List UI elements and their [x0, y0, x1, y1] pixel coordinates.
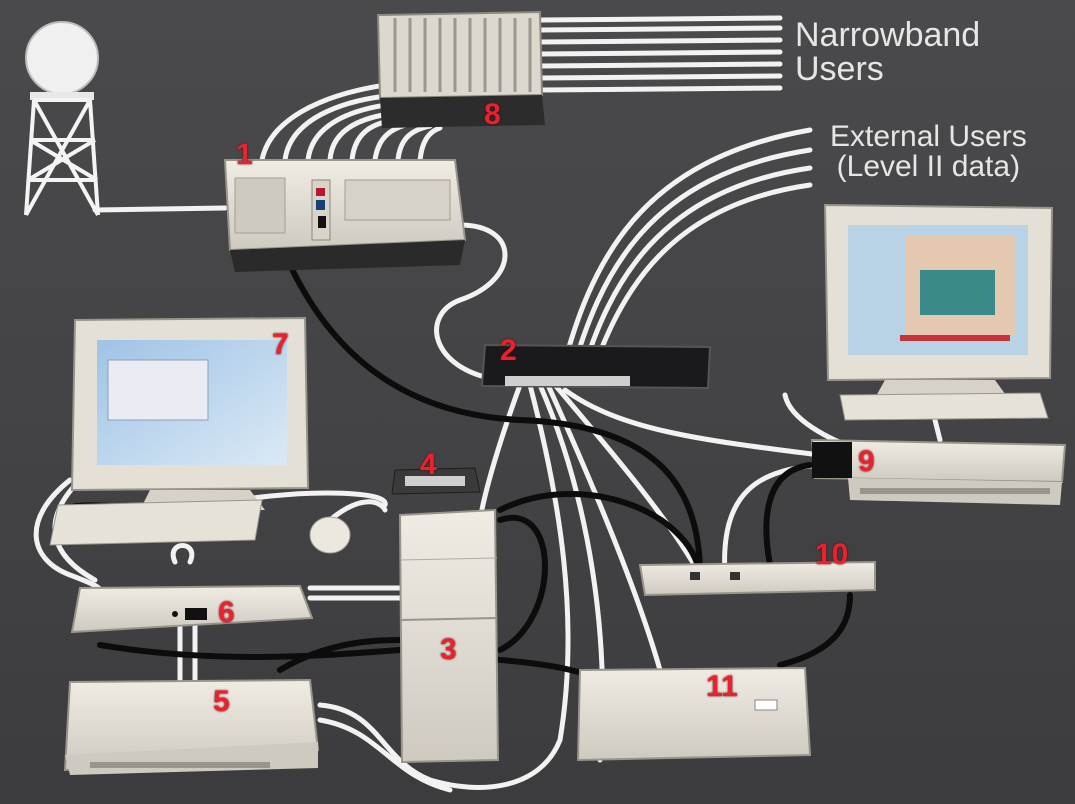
component-8-rack: [376, 10, 545, 128]
label-2: 2: [500, 334, 517, 367]
component-9-workstation: [810, 203, 1067, 505]
component-10-router: [638, 560, 876, 597]
label-6: 6: [218, 596, 235, 629]
external-caption-line2: (Level II data): [836, 150, 1021, 183]
component-2-switch: [480, 343, 712, 390]
narrowband-caption-line1: Narrowband: [795, 16, 981, 54]
component-7-workstation: [49, 316, 351, 554]
label-8: 8: [484, 98, 501, 131]
component-5-base-unit: [63, 678, 320, 775]
external-users-caption: External Users (Level II data): [830, 122, 1027, 182]
label-9: 9: [858, 445, 875, 478]
component-6-modem: [70, 584, 314, 634]
component-1-unit: [223, 159, 467, 272]
label-3: 3: [440, 633, 457, 666]
label-11: 11: [706, 670, 738, 703]
label-7: 7: [272, 328, 289, 361]
radar-tower: [24, 21, 100, 216]
label-4: 4: [420, 448, 437, 481]
label-10: 10: [815, 538, 849, 571]
label-1: 1: [236, 138, 253, 171]
black-cables: [57, 262, 853, 683]
component-11-server: [576, 666, 812, 762]
component-4-device: [391, 467, 481, 495]
component-3-tower: [398, 508, 500, 764]
external-caption-line1: External Users: [830, 120, 1027, 153]
narrowband-users-caption: Narrowband Users: [795, 18, 980, 86]
white-cables: [33, 15, 943, 793]
label-5: 5: [213, 685, 230, 718]
narrowband-caption-line2: Users: [795, 50, 884, 88]
